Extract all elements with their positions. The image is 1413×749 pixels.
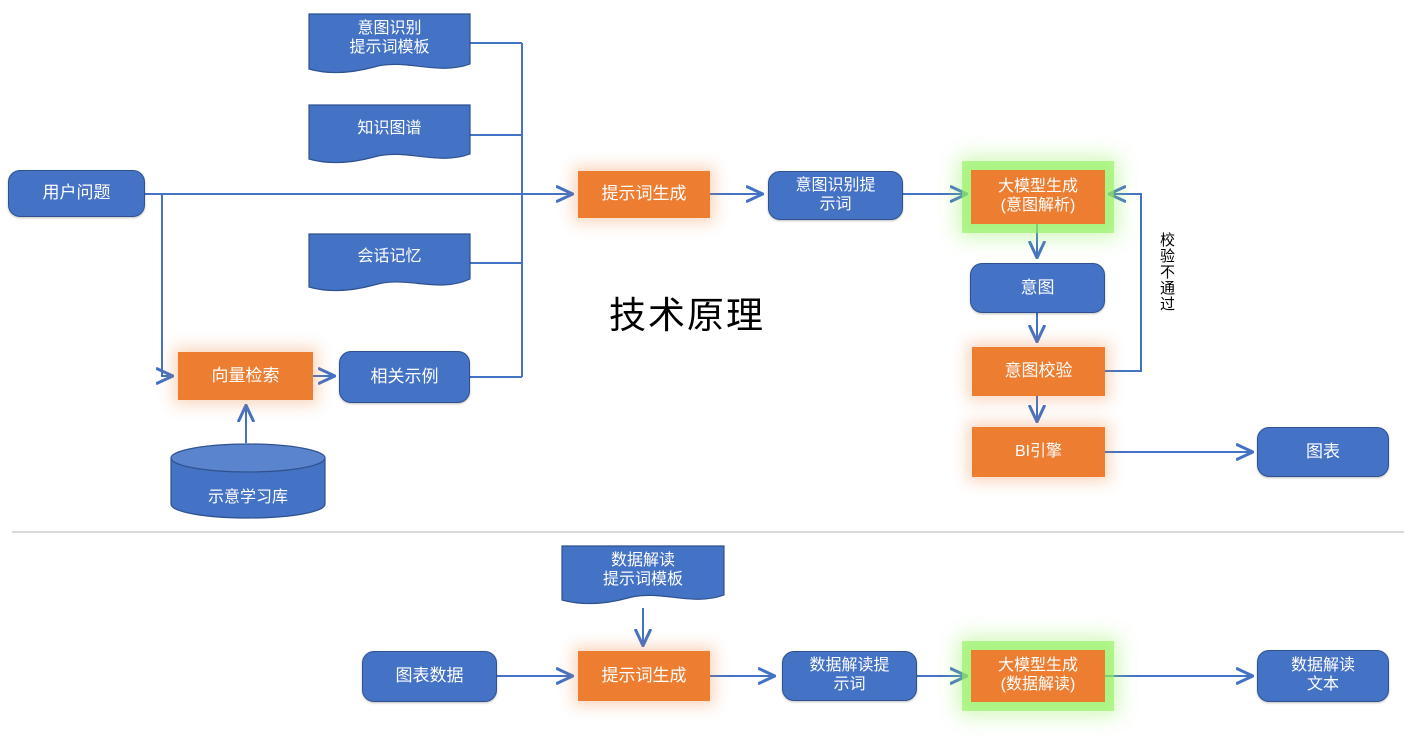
node-session-memory[interactable]: 会话记忆 xyxy=(308,233,471,296)
node-knowledge-graph[interactable]: 知识图谱 xyxy=(308,104,471,167)
node-related-examples[interactable]: 相关示例 xyxy=(339,351,470,403)
node-llm-data-interpret[interactable]: 大模型生成 (数据解读) xyxy=(971,650,1105,702)
node-chart[interactable]: 图表 xyxy=(1257,427,1389,477)
node-interpret-prompt-template[interactable]: 数据解读 提示词模板 xyxy=(561,545,725,609)
node-prompt-generation-2[interactable]: 提示词生成 xyxy=(578,651,710,701)
node-interpret-text[interactable]: 数据解读 文本 xyxy=(1257,650,1389,702)
node-vector-search[interactable]: 向量检索 xyxy=(178,352,313,400)
node-prompt-generation[interactable]: 提示词生成 xyxy=(578,171,710,218)
node-intent-prompt[interactable]: 意图识别提 示词 xyxy=(768,171,903,220)
node-interpret-prompt[interactable]: 数据解读提 示词 xyxy=(782,651,917,701)
node-sample-library[interactable]: 示意学习库 xyxy=(170,443,326,519)
edge-label-validation-failed: 校验不通过 xyxy=(1158,232,1175,312)
node-intent-validation[interactable]: 意图校验 xyxy=(972,347,1105,396)
node-intent[interactable]: 意图 xyxy=(970,263,1105,313)
page-title: 技术原理 xyxy=(609,295,765,336)
node-bi-engine[interactable]: BI引擎 xyxy=(972,427,1105,477)
node-intent-prompt-template[interactable]: 意图识别 提示词模板 xyxy=(308,13,471,77)
node-user-question[interactable]: 用户问题 xyxy=(8,170,145,217)
node-chart-data[interactable]: 图表数据 xyxy=(362,651,497,702)
node-llm-intent-parse[interactable]: 大模型生成 (意图解析) xyxy=(971,170,1105,224)
section-divider xyxy=(12,531,1404,533)
